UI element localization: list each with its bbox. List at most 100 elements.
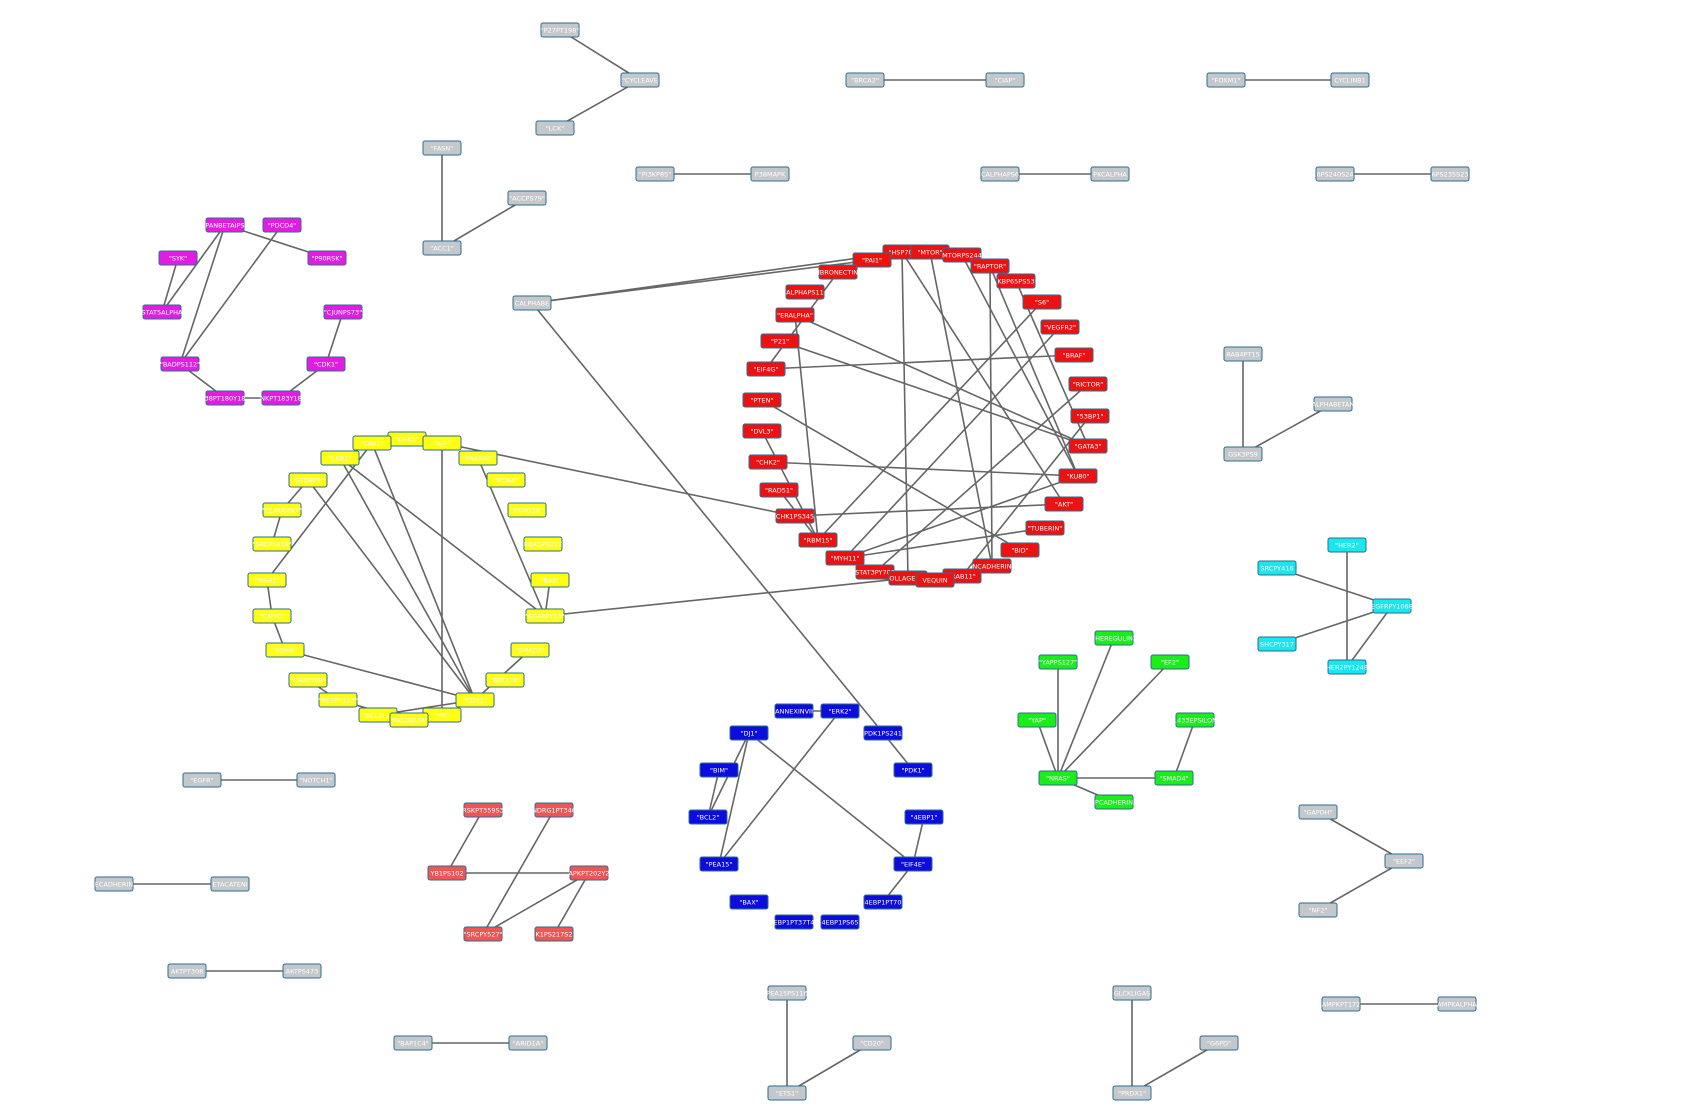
node-ebp1ps65[interactable]: 4EBP1PS65 [820, 914, 860, 930]
node-pkcalpha[interactable]: PKCALPHA [1090, 166, 1130, 182]
node-rab4[interactable]: RAB4PT15 [1223, 346, 1263, 362]
node-yb1[interactable]: YB1PS102 [427, 865, 467, 881]
node-foxm1[interactable]: "FOXM1" [1206, 72, 1246, 88]
node-cd20[interactable]: "CD20" [852, 1035, 892, 1051]
node-y_b4[interactable]: "PR" [422, 707, 462, 723]
node-pdk1[interactable]: "PDK1" [893, 762, 933, 778]
node-s6ps235[interactable]: 6PS235S23 [1430, 166, 1470, 182]
node-y_top[interactable]: "CHK1" [387, 431, 427, 447]
node-gapdh[interactable]: "GAPDH" [1298, 804, 1338, 820]
node-y_r4[interactable]: "BAK" [530, 572, 570, 588]
node-ku80[interactable]: "KU80" [1058, 468, 1098, 484]
node-gsk3[interactable]: GSK3PS9 [1223, 446, 1263, 462]
node-p27[interactable]: "P27PT198" [540, 22, 580, 38]
node-srcpy416[interactable]: SRCPY416 [1257, 560, 1297, 576]
node-p38pt180[interactable]: 38PT180Y18 [205, 390, 246, 406]
node-y_l1[interactable]: "GTDBP1" [288, 472, 328, 488]
node-egfrpy[interactable]: EGFRPY1068 [1371, 598, 1413, 614]
node-shcpy[interactable]: SHCPY317 [1257, 636, 1297, 652]
node-ndrg1[interactable]: NDRG1PT346 [532, 802, 576, 818]
node-pkcalphaps[interactable]: CALPHAPS6 [980, 166, 1020, 182]
node-y_l3[interactable]: "SRCPY416" [252, 536, 292, 552]
node-y_t5[interactable]: "PRAS40" [458, 450, 498, 466]
node-y_b6[interactable]: "PKCDELTA" [389, 712, 429, 728]
node-rictor[interactable]: "RICTOR" [1068, 376, 1108, 392]
node-annexin[interactable]: ANNEXINVII [774, 703, 814, 719]
node-her2[interactable]: "HER2" [1327, 537, 1367, 553]
node-y_r1[interactable]: "PCNA" [486, 472, 526, 488]
node-y_b1[interactable]: "CHKPT68" [288, 672, 328, 688]
node-ampkpt[interactable]: AMPKPT172 [1321, 996, 1361, 1012]
node-pdcd4[interactable]: "PDCD4" [262, 217, 302, 233]
node-pi3kp85[interactable]: "PI3KP85" [635, 166, 675, 182]
node-her2py[interactable]: HER2PY1248 [1326, 659, 1368, 675]
node-y_r3[interactable]: "MEK1PS217" [521, 536, 566, 552]
node-s6[interactable]: "S6" [1022, 294, 1062, 310]
node-alphaps11[interactable]: ALPHAPS11 [785, 284, 825, 300]
node-yapps[interactable]: "YAPPS127" [1038, 654, 1078, 670]
node-eif4e[interactable]: "EIF4E" [893, 856, 933, 872]
node-y_r2[interactable]: "FOXO3A" [507, 502, 547, 518]
node-heregulin[interactable]: HEREGULIN [1094, 630, 1134, 646]
node-cjun[interactable]: "CJUNPS73" [323, 304, 363, 320]
node-ciap[interactable]: "CIAP" [985, 72, 1025, 88]
node-gata3[interactable]: "GATA3" [1068, 438, 1108, 454]
node-ampkalpha[interactable]: AMPKALPHA [1437, 996, 1477, 1012]
node-y_r6[interactable]: "SMAD3" [510, 642, 550, 658]
node-y_r5[interactable]: "EGFRPY10" [525, 608, 565, 624]
node-pdk1ps[interactable]: PDK1PS241 [863, 725, 903, 741]
node-ets1[interactable]: "ETS1" [767, 1085, 807, 1101]
node-chk1ps[interactable]: CHK1PS345 [775, 508, 815, 524]
node-y_l2[interactable]: "CLAUDIN7" [262, 502, 302, 518]
node-pea15ps116[interactable]: PEA15PS116 [766, 985, 808, 1001]
node-veqlin[interactable]: VEQUIN [915, 572, 955, 588]
node-srcpy527[interactable]: "SRCPY527" [463, 926, 503, 942]
node-jnkpt183[interactable]: NKPT183Y18 [260, 390, 302, 406]
node-y_t4[interactable]: "LKB1" [320, 450, 360, 466]
node-yap[interactable]: "YAP" [1017, 712, 1057, 728]
node-alphabab[interactable]: CALPHABE [512, 295, 552, 311]
node-acc1[interactable]: "ACC1" [422, 240, 462, 256]
node-betacatenin[interactable]: ETACATENI [210, 876, 250, 892]
node-raptor[interactable]: "RAPTOR" [970, 258, 1010, 274]
node-eif4g[interactable]: "EIF4G" [746, 361, 786, 377]
node-bcl2[interactable]: "BCL2" [688, 809, 728, 825]
node-pea15[interactable]: "PEA15" [699, 856, 739, 872]
node-bax[interactable]: "BAX" [729, 894, 769, 910]
node-tuberin[interactable]: "TUBERIN" [1025, 520, 1065, 536]
node-pten[interactable]: "PTEN" [742, 392, 782, 408]
node-glcklig[interactable]: GLCKLIGAS [1112, 985, 1152, 1001]
node-ecadherin[interactable]: ECADHERIN [94, 876, 134, 892]
node-stat5a[interactable]: STAT5ALPHA [142, 304, 184, 320]
node-notch1[interactable]: "NOTCH1" [296, 772, 336, 788]
node-bim[interactable]: "BIM" [699, 762, 739, 778]
node-erk2[interactable]: "ERK2" [820, 703, 860, 719]
node-y_b7[interactable]: "BECLIN" [485, 672, 525, 688]
node-cycleav[interactable]: "CYCLEAVE [620, 72, 660, 88]
node-eralpha[interactable]: "ERALPHA" [775, 307, 815, 323]
node-kbp65[interactable]: KBP65PS53 [996, 273, 1036, 289]
node-egfr[interactable]: "EGFR" [182, 772, 222, 788]
node-ebp1pt37[interactable]: EBP1PT37T4 [774, 914, 815, 930]
node-y_b5[interactable]: "CD31" [455, 692, 495, 708]
node-ef2[interactable]: "EF2" [1150, 654, 1190, 670]
node-mtorps[interactable]: MTORPS244 [942, 247, 982, 263]
node-panbeta[interactable]: PANBETAIPS [205, 217, 245, 233]
node-p90rsk[interactable]: "P90RSK" [307, 250, 347, 266]
node-y_t2[interactable]: "CAV1" [352, 435, 392, 451]
node-bap1[interactable]: "BAP1C4" [393, 1035, 433, 1051]
node-badps112[interactable]: "BADPS112" [160, 356, 200, 372]
node-vegfr2[interactable]: "VEGFR2" [1040, 319, 1080, 335]
node-pcadherin[interactable]: PCADHERIN [1094, 794, 1134, 810]
node-accps79[interactable]: "ACCPS79" [507, 190, 547, 206]
node-p38mapk[interactable]: P38MAPK [750, 166, 790, 182]
node-fasn[interactable]: "FASN" [422, 140, 462, 156]
node-fibronect[interactable]: IBRONECTIN [818, 264, 858, 280]
node-y_t3[interactable]: "KIT" [422, 435, 462, 451]
node-dvl3[interactable]: "DVL3" [742, 423, 782, 439]
node-rad51[interactable]: "RAD51" [759, 482, 799, 498]
node-cdk1[interactable]: "CDK1" [306, 356, 346, 372]
node-ebp1pt70[interactable]: 4EBP1PT70 [863, 894, 903, 910]
node-dj1[interactable]: "DJ1" [729, 725, 769, 741]
node-lck[interactable]: "LCK" [535, 120, 575, 136]
